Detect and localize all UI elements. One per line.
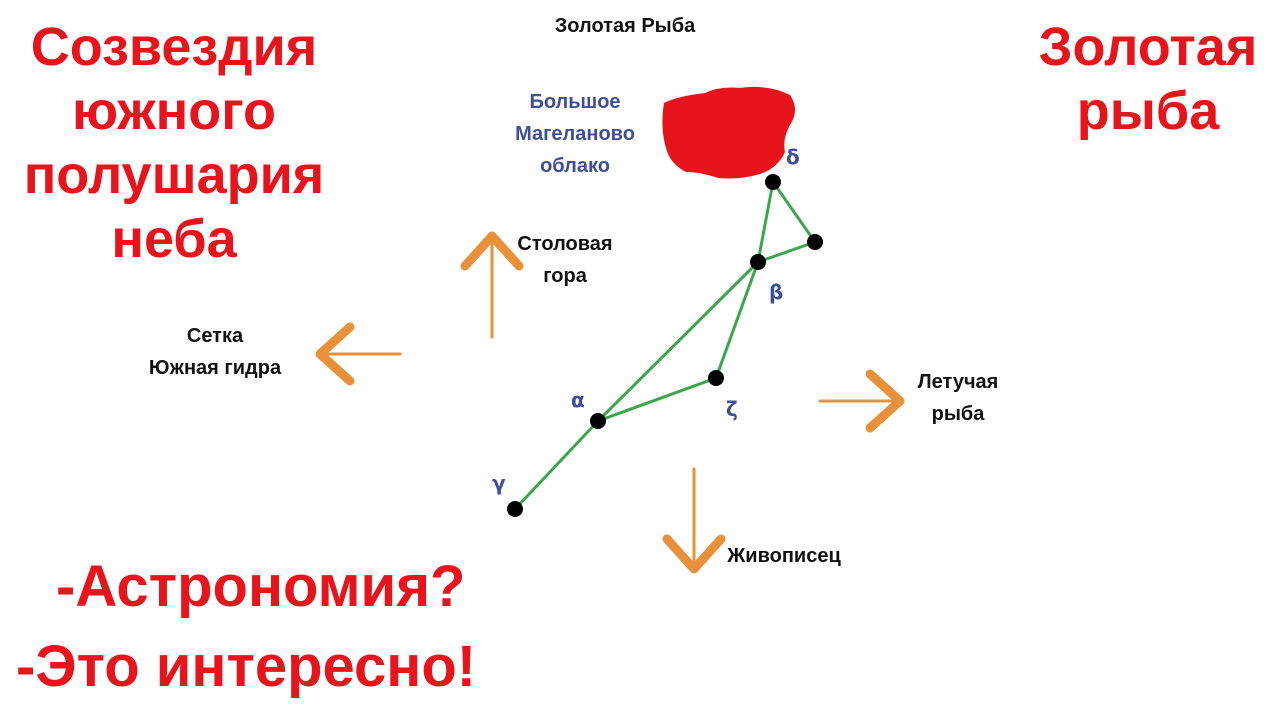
line-beta-zeta (714, 260, 760, 380)
constellation-lines (513, 180, 817, 511)
left-title: Созвездия южного полушария неба (6, 20, 342, 276)
left-title-line: Созвездия (30, 17, 318, 77)
star-label-delta: δ (786, 145, 800, 169)
line-east-beta (756, 240, 817, 264)
top-label: Золотая Рыба (554, 15, 696, 37)
star-beta (750, 254, 766, 270)
neighbors-west-line: Южная гидра (148, 357, 282, 379)
star-label-gamma: γ (492, 471, 506, 495)
lmc-label-line: облако (540, 155, 610, 177)
flying-fish-line: рыба (931, 403, 985, 425)
star-alpha (590, 413, 606, 429)
right-title: Золотая рыба (1020, 20, 1276, 148)
lmc-label-line: Магеланово (515, 123, 635, 145)
line-delta-beta (756, 180, 775, 264)
star-gamma (507, 501, 523, 517)
left-title-line: южного (71, 81, 277, 141)
table-mountain-line: Столовая (517, 233, 613, 255)
line-beta-alpha (596, 260, 760, 423)
line-zeta-alpha (596, 376, 718, 423)
star-east (807, 234, 823, 250)
neighbors-west-line: Сетка (186, 325, 244, 347)
neighbors-west-label: Сетка Южная гидра (120, 320, 310, 384)
left-title-line: неба (111, 209, 237, 269)
line-delta-east (771, 180, 817, 244)
line-alpha-gamma (513, 419, 600, 511)
bottom-line-2: -Это интересно! (16, 634, 477, 699)
star-delta (765, 174, 781, 190)
right-title-line: рыба (1076, 81, 1220, 141)
bottom-line-1: -Астрономия? (56, 554, 466, 619)
table-mountain-label: Столовая гора (490, 228, 640, 292)
star-label-beta: β (769, 280, 783, 304)
right-title-line: Золотая (1038, 17, 1258, 77)
star-label-zeta: ζ (726, 397, 738, 421)
star-zeta (708, 370, 724, 386)
left-title-line: полушария (23, 145, 325, 205)
stars (507, 174, 823, 517)
magellanic-cloud-shape (662, 86, 795, 179)
star-label-alpha: α (571, 388, 585, 412)
table-mountain-line: гора (543, 265, 587, 287)
flying-fish-line: Летучая (917, 371, 999, 393)
painter-label: Живописец (727, 545, 841, 567)
lmc-label: Большое Магеланово облако (490, 86, 660, 182)
flying-fish-label: Летучая рыба (880, 366, 1036, 430)
lmc-label-line: Большое (529, 91, 621, 113)
